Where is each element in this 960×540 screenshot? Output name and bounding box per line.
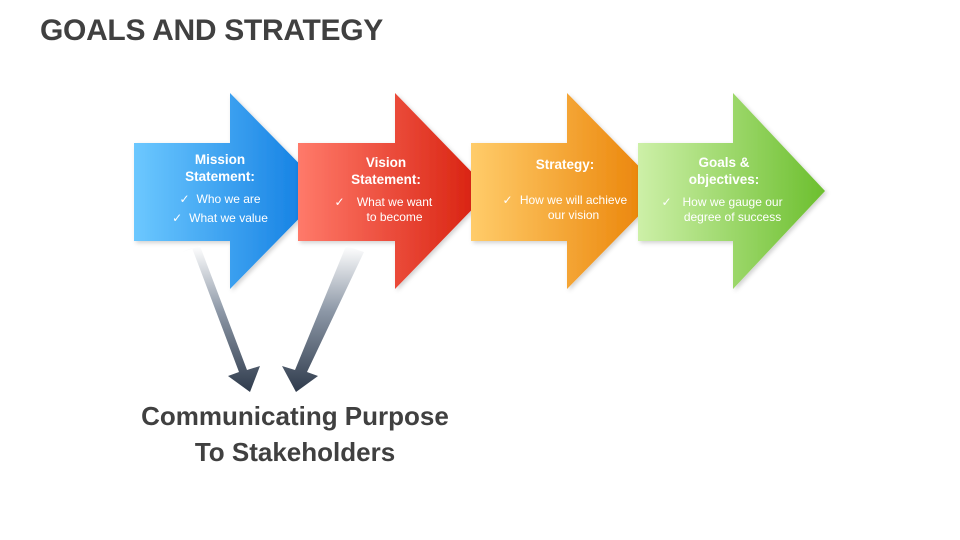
step-arrow-goals xyxy=(638,93,825,289)
purpose-caption: Communicating Purpose To Stakeholders xyxy=(120,398,470,471)
check-icon: ✓ xyxy=(661,194,672,209)
step-mission-item: ✓Who we are xyxy=(179,191,261,206)
step-arrow-vision xyxy=(298,93,490,289)
slide-title: GOALS AND STRATEGY xyxy=(40,14,383,47)
step-vision-heading: Vision Statement: xyxy=(351,155,421,187)
step-strategy-heading: Strategy: xyxy=(535,157,595,172)
step-goals: Goals & objectives: ✓How we gauge our de… xyxy=(654,155,794,226)
check-icon: ✓ xyxy=(172,211,183,226)
step-vision: Vision Statement: ✓What we want to becom… xyxy=(316,155,456,226)
check-icon: ✓ xyxy=(502,192,513,207)
step-strategy-item: ✓How we will achieve our vision xyxy=(502,192,628,223)
purpose-caption-line1: Communicating Purpose xyxy=(141,401,449,431)
down-arrow-left xyxy=(182,246,260,392)
step-strategy: Strategy: ✓How we will achieve our visio… xyxy=(495,157,635,224)
check-icon: ✓ xyxy=(334,194,345,209)
step-mission-item: ✓What we value xyxy=(172,211,268,226)
step-mission-heading: Mission Statement: xyxy=(185,152,255,184)
step-mission: Mission Statement: ✓Who we are ✓What we … xyxy=(150,152,290,227)
step-goals-item: ✓How we gauge our degree of success xyxy=(661,194,783,225)
check-icon: ✓ xyxy=(179,191,190,206)
step-vision-item: ✓What we want to become xyxy=(334,194,433,225)
step-goals-heading: Goals & objectives: xyxy=(688,155,760,187)
purpose-caption-line2: To Stakeholders xyxy=(194,437,396,468)
step-arrow-strategy xyxy=(471,93,663,289)
step-arrow-mission xyxy=(134,93,326,289)
down-arrow-right xyxy=(282,246,364,392)
